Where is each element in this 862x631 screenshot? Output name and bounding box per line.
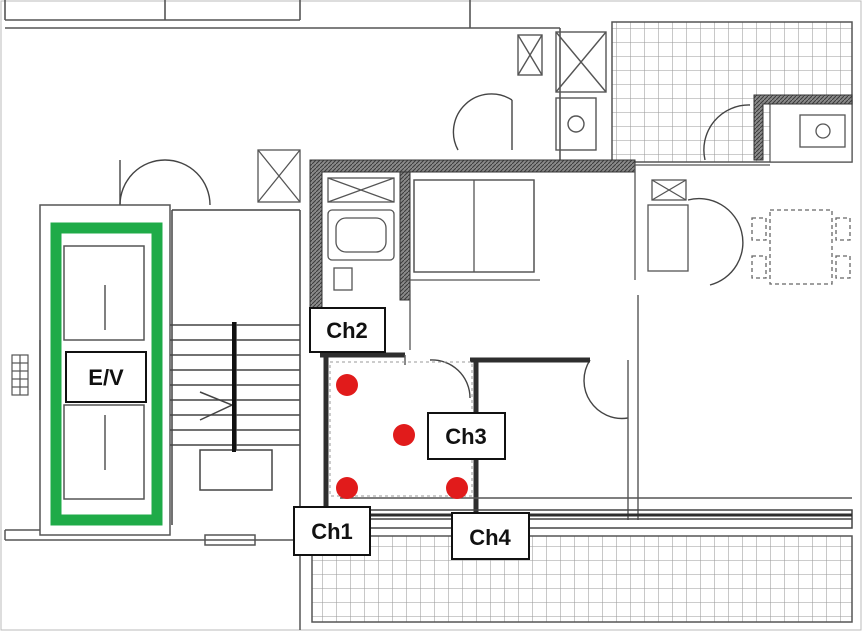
dining-table (751, 209, 851, 285)
balcony-top-right-inner (769, 99, 853, 163)
room-outline (299, 295, 852, 520)
label-ch1-box: Ch1 (293, 506, 371, 556)
elevator-highlight (50, 222, 163, 526)
bathroom-fixtures (327, 177, 540, 350)
sink-top-right (799, 114, 846, 148)
channel-markers (336, 374, 468, 499)
elevator-label-box: E/V (65, 351, 147, 403)
channel-marker-ch4 (446, 477, 468, 499)
hatched-wall-core-right (399, 171, 411, 301)
vent-grille (11, 354, 29, 396)
cabinet-top-right (517, 31, 607, 151)
label-ch3-box: Ch3 (427, 412, 506, 460)
label-ch3: Ch3 (445, 424, 487, 449)
channel-marker-ch1 (336, 477, 358, 499)
channel-marker-ch3 (393, 424, 415, 446)
label-ch4-box: Ch4 (451, 512, 530, 560)
top-left-walls (4, 0, 561, 160)
hatched-wall-top-right (753, 94, 853, 161)
label-ch4: Ch4 (469, 525, 511, 550)
elevator-label: E/V (88, 365, 124, 390)
label-ch2-box: Ch2 (309, 307, 386, 353)
label-ch2: Ch2 (326, 318, 368, 343)
door-swings (119, 93, 751, 420)
channel-marker-ch2 (336, 374, 358, 396)
balcony-bottom (311, 535, 853, 623)
label-ch1: Ch1 (311, 519, 353, 544)
shaft-boxes (257, 149, 770, 280)
